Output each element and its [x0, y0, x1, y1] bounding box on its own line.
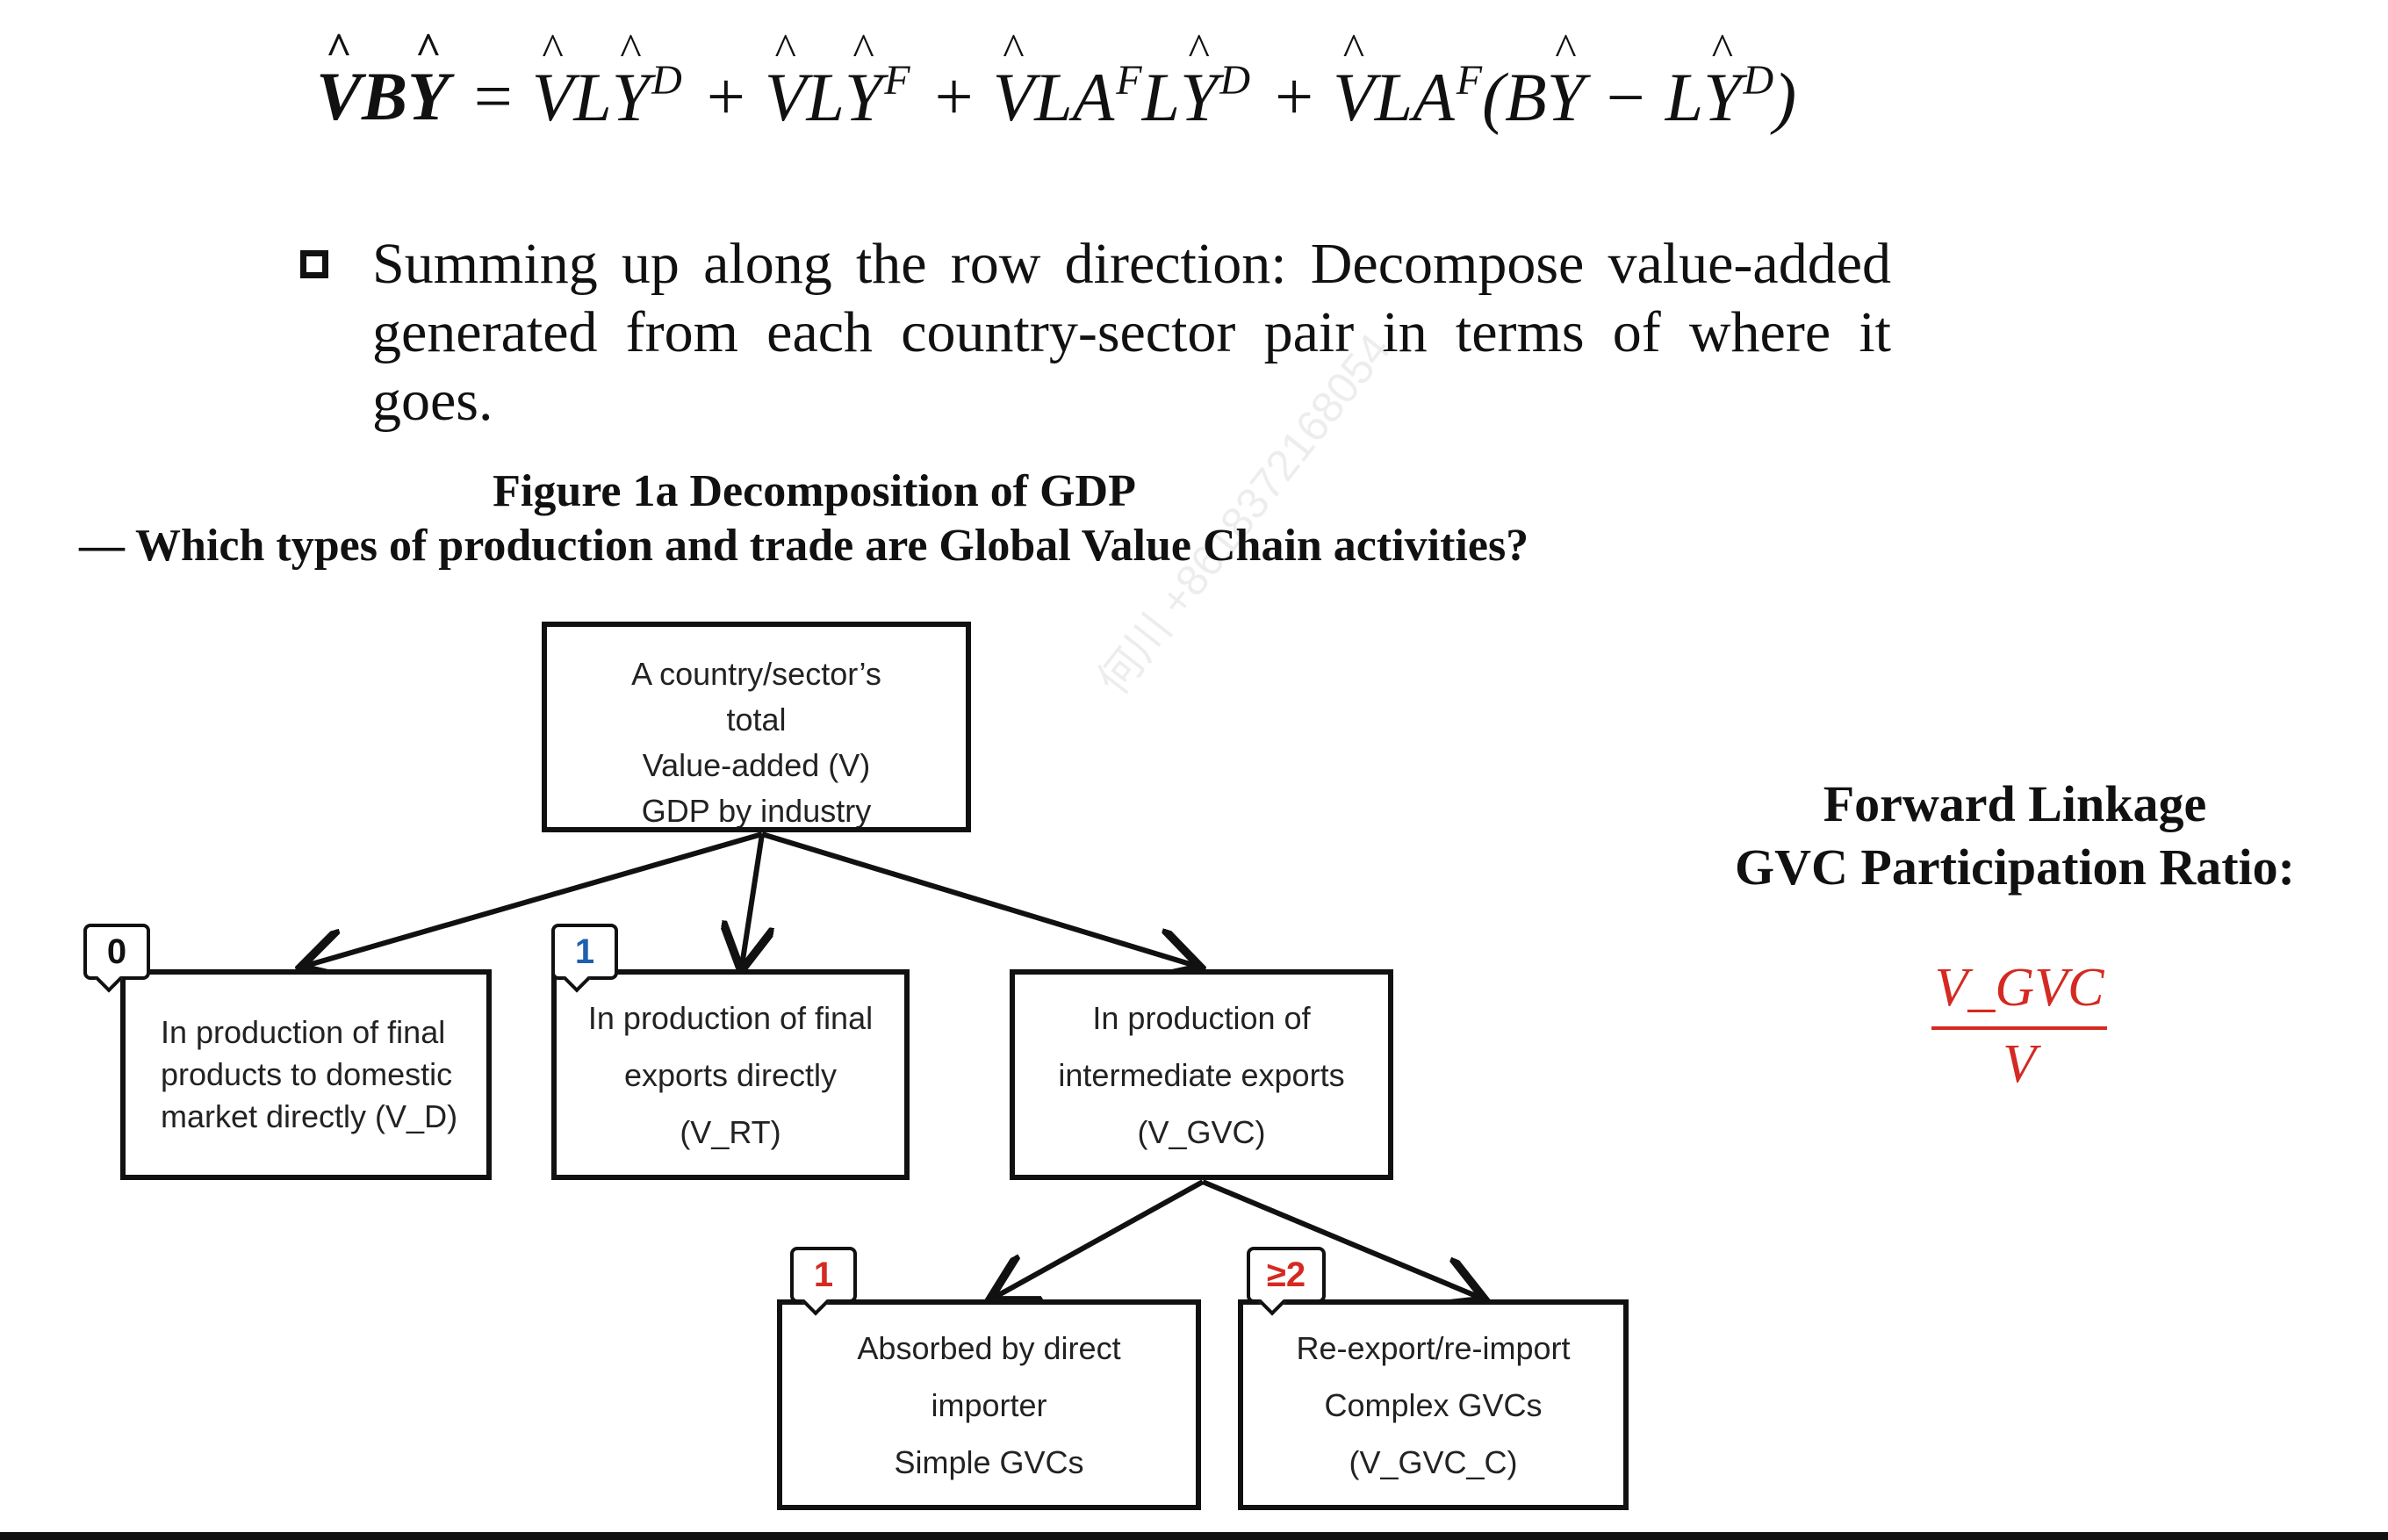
formula-equals: =	[473, 58, 513, 134]
formula-term-4: VLAF(BY − LYD)	[1333, 56, 1796, 137]
formula-term-2: VLYF	[765, 56, 910, 137]
formula-term-1: VLYD	[532, 56, 682, 137]
intermediate-exports-box: In production of intermediate exports (V…	[1010, 969, 1393, 1180]
simple-gvc-box: Absorbed by direct importer Simple GVCs	[777, 1299, 1201, 1510]
ratio-denominator: V	[2003, 1034, 2036, 1094]
bottom-divider	[0, 1532, 2388, 1540]
arrow-gvc-to-simple	[994, 1179, 1205, 1298]
arrow-root-to-rt	[742, 833, 762, 966]
decomposition-formula: VBY = VLYD + VLYF + VLAFLYD + VLAF(BY − …	[316, 44, 1984, 149]
bullet-text: Summing up along the row direction: Deco…	[372, 232, 1891, 433]
border-crossing-badge-simple: 1	[790, 1247, 857, 1303]
forward-linkage-title: Forward Linkage GVC Participation Ratio:	[1735, 775, 2295, 896]
border-crossing-badge-rt: 1	[551, 924, 618, 980]
formula-plus: +	[1275, 58, 1314, 134]
total-value-added-box: A country/sector’s total Value-added (V)…	[542, 622, 971, 832]
figure-subtitle: — Which types of production and trade ar…	[79, 521, 1529, 571]
ratio-numerator: V_GVC	[1931, 957, 2107, 1030]
formula-term-3: VLAFLYD	[993, 56, 1250, 137]
formula-plus: +	[706, 58, 745, 134]
final-exports-box: In production of final exports directly …	[551, 969, 910, 1180]
figure-title: Figure 1a Decomposition of GDP	[493, 466, 1136, 516]
border-crossing-badge-complex: ≥2	[1247, 1247, 1326, 1303]
formula-lhs: VBY	[316, 57, 450, 136]
arrow-root-to-domestic	[306, 831, 763, 966]
complex-gvc-box: Re-export/re-import Complex GVCs (V_GVC_…	[1238, 1299, 1629, 1510]
border-crossing-badge-0: 0	[83, 924, 150, 980]
domestic-final-products-box: In production of final products to domes…	[120, 969, 492, 1180]
checkbox-bullet-icon	[300, 250, 328, 278]
arrow-gvc-to-complex	[1201, 1179, 1480, 1298]
arrow-root-to-gvc	[761, 831, 1196, 966]
formula-plus: +	[934, 58, 974, 134]
gvc-participation-ratio: V_GVC V	[1931, 957, 2107, 1096]
